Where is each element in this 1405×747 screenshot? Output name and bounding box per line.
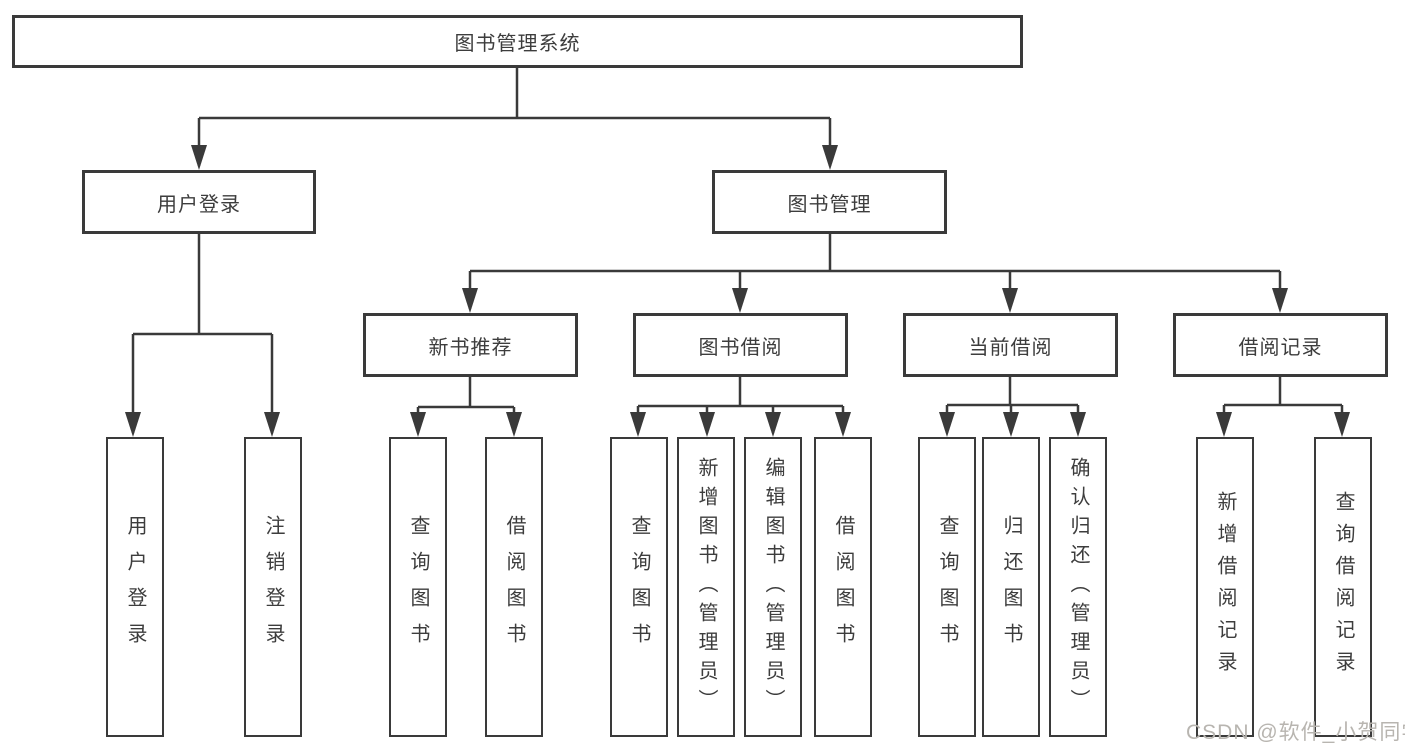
arrowhead <box>939 412 955 437</box>
arrowhead <box>822 145 838 170</box>
csdn-watermark: CSDN @软件_小贺同学 <box>1186 721 1405 744</box>
leaf-borrow-books-recommend: 借阅图书 <box>485 437 543 737</box>
arrowhead <box>732 288 748 313</box>
leaf-query-books-recommend-label: 查询图书 <box>407 515 429 659</box>
node-root-label: 图书管理系统 <box>454 33 581 55</box>
arrowhead <box>835 412 851 437</box>
node-book-borrow: 图书借阅 <box>633 313 848 377</box>
edges-borrow-records-children <box>1216 377 1350 437</box>
arrowhead <box>462 288 478 313</box>
arrowhead <box>630 412 646 437</box>
leaf-add-borrow-record-label: 新增借阅记录 <box>1214 491 1236 683</box>
arrowhead <box>1002 288 1018 313</box>
leaf-edit-books-admin: 编辑图书（管理员） <box>744 437 802 737</box>
leaf-confirm-return-admin-label: 确认归还（管理员） <box>1067 456 1089 718</box>
arrowhead <box>506 412 522 437</box>
edges-root-to-level2 <box>191 68 838 170</box>
leaf-add-books-admin-label: 新增图书（管理员） <box>695 456 717 718</box>
leaf-edit-books-admin-label: 编辑图书（管理员） <box>762 456 784 718</box>
leaf-query-books-current: 查询图书 <box>918 437 976 737</box>
edges-user-login-children <box>125 234 280 437</box>
leaf-logout-login: 注销登录 <box>244 437 302 737</box>
arrowhead <box>125 412 141 437</box>
arrowhead <box>191 145 207 170</box>
arrowhead <box>1216 412 1232 437</box>
edges-book-borrow-children <box>630 377 851 437</box>
leaf-add-borrow-record: 新增借阅记录 <box>1196 437 1254 737</box>
leaf-query-books-current-label: 查询图书 <box>936 515 958 659</box>
node-book-management-label: 图书管理 <box>787 193 872 216</box>
leaf-borrow-books-recommend-label: 借阅图书 <box>503 515 525 659</box>
leaf-query-books-borrow: 查询图书 <box>610 437 668 737</box>
arrowhead <box>264 412 280 437</box>
arrowhead <box>699 412 715 437</box>
leaf-confirm-return-admin: 确认归还（管理员） <box>1049 437 1107 737</box>
edges-book-management-children <box>462 234 1288 313</box>
node-user-login: 用户登录 <box>82 170 316 234</box>
arrowhead <box>765 412 781 437</box>
edges-new-book-recommend-children <box>410 377 522 437</box>
node-book-management: 图书管理 <box>712 170 947 234</box>
arrowhead <box>1334 412 1350 437</box>
leaf-query-books-borrow-label: 查询图书 <box>628 515 650 659</box>
leaf-borrow-books: 借阅图书 <box>814 437 872 737</box>
leaf-return-books-label: 归还图书 <box>1000 515 1022 659</box>
arrowhead <box>410 412 426 437</box>
node-new-book-recommend: 新书推荐 <box>363 313 578 377</box>
leaf-return-books: 归还图书 <box>982 437 1040 737</box>
leaf-logout-login-label: 注销登录 <box>262 515 284 659</box>
edges-current-borrow-children <box>939 377 1086 437</box>
node-current-borrow: 当前借阅 <box>903 313 1118 377</box>
node-borrow-records-label: 借阅记录 <box>1238 336 1323 359</box>
leaf-borrow-books-label: 借阅图书 <box>832 515 854 659</box>
node-user-login-label: 用户登录 <box>157 193 241 216</box>
leaf-user-login-label: 用户登录 <box>124 515 146 659</box>
node-book-borrow-label: 图书借阅 <box>698 336 783 359</box>
leaf-query-borrow-record: 查询借阅记录 <box>1314 437 1372 737</box>
node-new-book-recommend-label: 新书推荐 <box>428 336 513 359</box>
leaf-add-books-admin: 新增图书（管理员） <box>677 437 735 737</box>
node-current-borrow-label: 当前借阅 <box>968 336 1053 359</box>
arrowhead <box>1003 412 1019 437</box>
node-borrow-records: 借阅记录 <box>1173 313 1388 377</box>
arrowhead <box>1272 288 1288 313</box>
node-root: 图书管理系统 <box>12 15 1023 68</box>
leaf-query-borrow-record-label: 查询借阅记录 <box>1332 491 1354 683</box>
leaf-query-books-recommend: 查询图书 <box>389 437 447 737</box>
leaf-user-login: 用户登录 <box>106 437 164 737</box>
arrowhead <box>1070 412 1086 437</box>
